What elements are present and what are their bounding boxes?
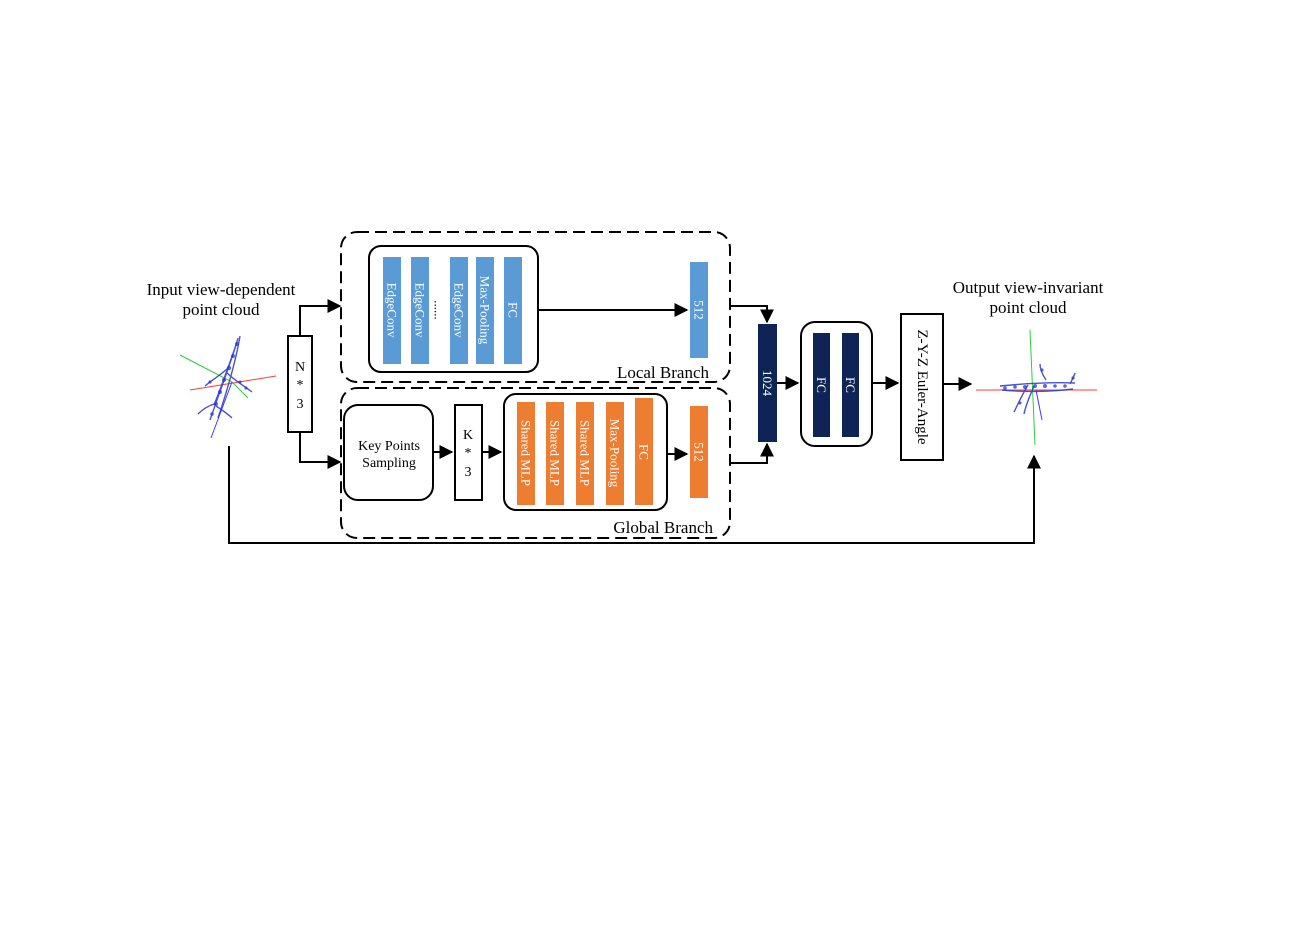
input-label-line2: point cloud	[183, 300, 260, 319]
euler-angle-label: Z-Y-Z Euler-Angle	[914, 329, 930, 444]
local-branch-title: Local Branch	[617, 363, 710, 382]
global-layer-fc: FC	[635, 398, 653, 505]
global-layer-shared-mlp-1: Shared MLP	[517, 402, 535, 505]
euler-angle-box: Z-Y-Z Euler-Angle	[900, 313, 944, 461]
arrow-global-to-concat	[730, 442, 774, 464]
global-feature-512: 512	[690, 406, 708, 498]
output-point-cloud-image	[976, 329, 1097, 446]
input-shape-star: *	[297, 378, 304, 393]
key-points-sampling-box: Key Points Sampling	[343, 404, 434, 501]
global-feature-512-label: 512	[692, 442, 707, 462]
head-fc-group: FC FC	[800, 321, 873, 447]
local-layer-edgeconv-1: EdgeConv	[383, 257, 401, 364]
local-layer-maxpooling: Max-Pooling	[476, 257, 494, 364]
local-branch: Local Branch EdgeConv EdgeConv ...... Ed…	[340, 231, 731, 383]
local-feature-512-label: 512	[692, 300, 707, 320]
local-layer-maxpooling-label: Max-Pooling	[478, 276, 493, 345]
concat-feature-1024: 1024	[758, 324, 777, 442]
arrow-input-to-output	[228, 446, 1041, 544]
local-layer-edgeconv-1-label: EdgeConv	[385, 283, 400, 338]
concat-feature-1024-label: 1024	[760, 370, 775, 397]
local-layer-edgeconv-2-label: EdgeConv	[413, 283, 428, 338]
local-feature-512: 512	[690, 262, 708, 358]
input-shape-n: N	[295, 360, 305, 375]
output-label-line2: point cloud	[990, 298, 1067, 317]
keypoint-shape-k: K	[463, 428, 473, 443]
head-fc-2-label: FC	[843, 377, 858, 393]
global-branch: Global Branch Key Points Sampling K * 3 …	[340, 387, 731, 539]
global-layers-group	[503, 393, 668, 511]
local-layer-fc: FC	[504, 257, 522, 364]
arrow-to-global-branch	[299, 432, 342, 469]
global-layer-shared-mlp-3-label: Shared MLP	[578, 420, 593, 486]
global-layer-fc-label: FC	[637, 444, 652, 460]
keypoint-shape-box: K * 3	[454, 404, 483, 501]
global-layer-shared-mlp-2: Shared MLP	[546, 402, 564, 505]
global-layer-maxpooling-label: Max-Pooling	[608, 419, 623, 488]
keypoint-shape-star: *	[465, 446, 472, 461]
head-fc-1-label: FC	[814, 377, 829, 393]
global-layer-shared-mlp-3: Shared MLP	[576, 402, 594, 505]
key-points-sampling-line2: Sampling	[362, 456, 416, 471]
global-layer-maxpooling: Max-Pooling	[606, 402, 624, 505]
head-fc-2: FC	[842, 333, 859, 437]
local-ellipsis: ......	[432, 300, 447, 320]
input-shape-box: N * 3	[287, 335, 313, 433]
input-shape-3: 3	[297, 397, 304, 412]
keypoint-shape-3: 3	[465, 465, 472, 480]
input-label-line1: Input view-dependent	[147, 280, 296, 299]
global-layer-shared-mlp-1-label: Shared MLP	[519, 420, 534, 486]
global-branch-title: Global Branch	[613, 518, 713, 537]
global-layer-shared-mlp-2-label: Shared MLP	[548, 420, 563, 486]
arrow-local-to-concat	[730, 305, 774, 324]
local-layer-edgeconv-3: EdgeConv	[450, 257, 468, 364]
local-layer-edgeconv-3-label: EdgeConv	[452, 283, 467, 338]
arrow-to-local-branch	[299, 299, 342, 336]
local-layer-edgeconv-2: EdgeConv	[411, 257, 429, 364]
key-points-sampling-line1: Key Points	[358, 439, 420, 454]
local-layer-fc-label: FC	[506, 302, 521, 318]
output-label-line1: Output view-invariant	[953, 278, 1104, 297]
input-point-cloud-image	[179, 335, 277, 439]
head-fc-1: FC	[813, 333, 830, 437]
